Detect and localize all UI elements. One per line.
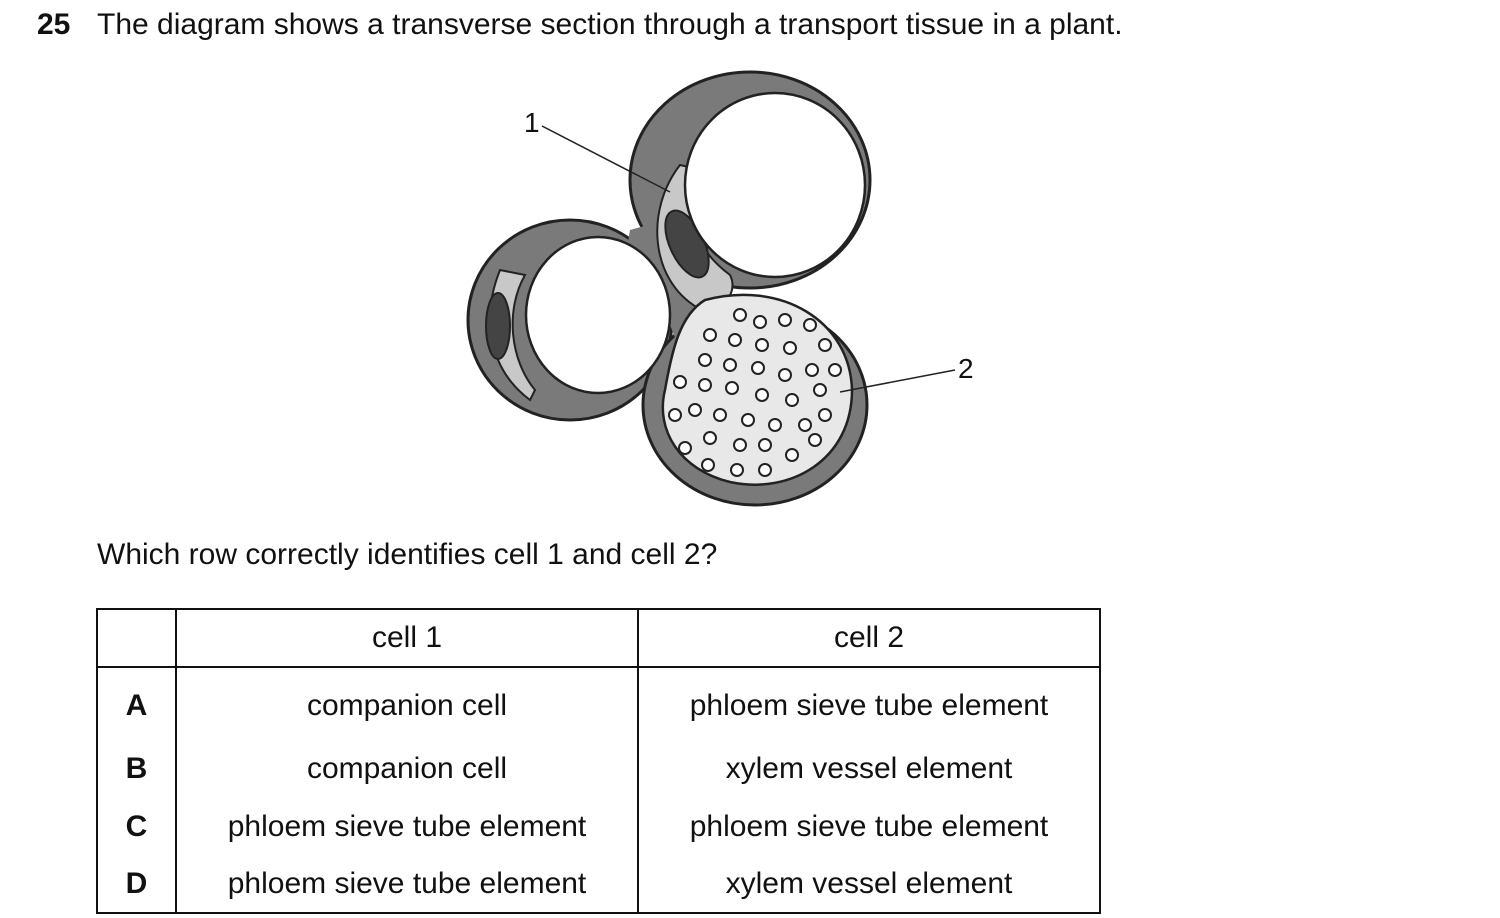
- option-cell-1: companion cell: [176, 740, 639, 798]
- header-letter: [97, 609, 177, 668]
- question-prompt: Which row correctly identifies cell 1 an…: [97, 538, 718, 571]
- left-cell-lumen: [524, 235, 672, 395]
- option-cell-2: xylem vessel element: [725, 867, 1013, 900]
- label-1-leader: [541, 125, 671, 193]
- upper-cell-lumen: [683, 91, 867, 279]
- option-letter: D: [97, 856, 177, 913]
- left-cell-nucleus: [485, 292, 511, 360]
- option-cell-2: phloem sieve tube element: [689, 689, 1049, 722]
- label-2: 2: [958, 353, 974, 384]
- option-cell-2: xylem vessel element: [725, 752, 1013, 785]
- table-header-row: cell 1 cell 2: [97, 609, 1100, 668]
- option-cell-1: companion cell: [176, 667, 639, 740]
- table-row: D phloem sieve tube element xylem vessel…: [97, 856, 1100, 913]
- table-row: A companion cell phloem sieve tube eleme…: [97, 667, 1100, 740]
- plant-tissue-diagram: 1 2: [466, 70, 974, 507]
- option-letter: A: [97, 667, 177, 740]
- option-cell-1: phloem sieve tube element: [176, 856, 639, 913]
- label-2-leader: [839, 369, 956, 393]
- table-row: B companion cell xylem vessel element: [97, 740, 1100, 798]
- question-text: The diagram shows a transverse section t…: [97, 8, 1123, 41]
- table-row: C phloem sieve tube element phloem sieve…: [97, 798, 1100, 856]
- cell-2-pits: [668, 308, 842, 477]
- header-cell-1: cell 1: [176, 609, 639, 668]
- answer-table: cell 1 cell 2 A companion cell phloem si…: [96, 608, 1101, 914]
- option-cell-1: phloem sieve tube element: [176, 798, 639, 856]
- question-number: 25: [37, 8, 71, 41]
- header-cell-2: cell 2: [638, 609, 1100, 668]
- label-1: 1: [524, 107, 540, 138]
- option-letter: C: [97, 798, 177, 856]
- option-letter: B: [97, 740, 177, 798]
- option-cell-2: phloem sieve tube element: [689, 810, 1049, 843]
